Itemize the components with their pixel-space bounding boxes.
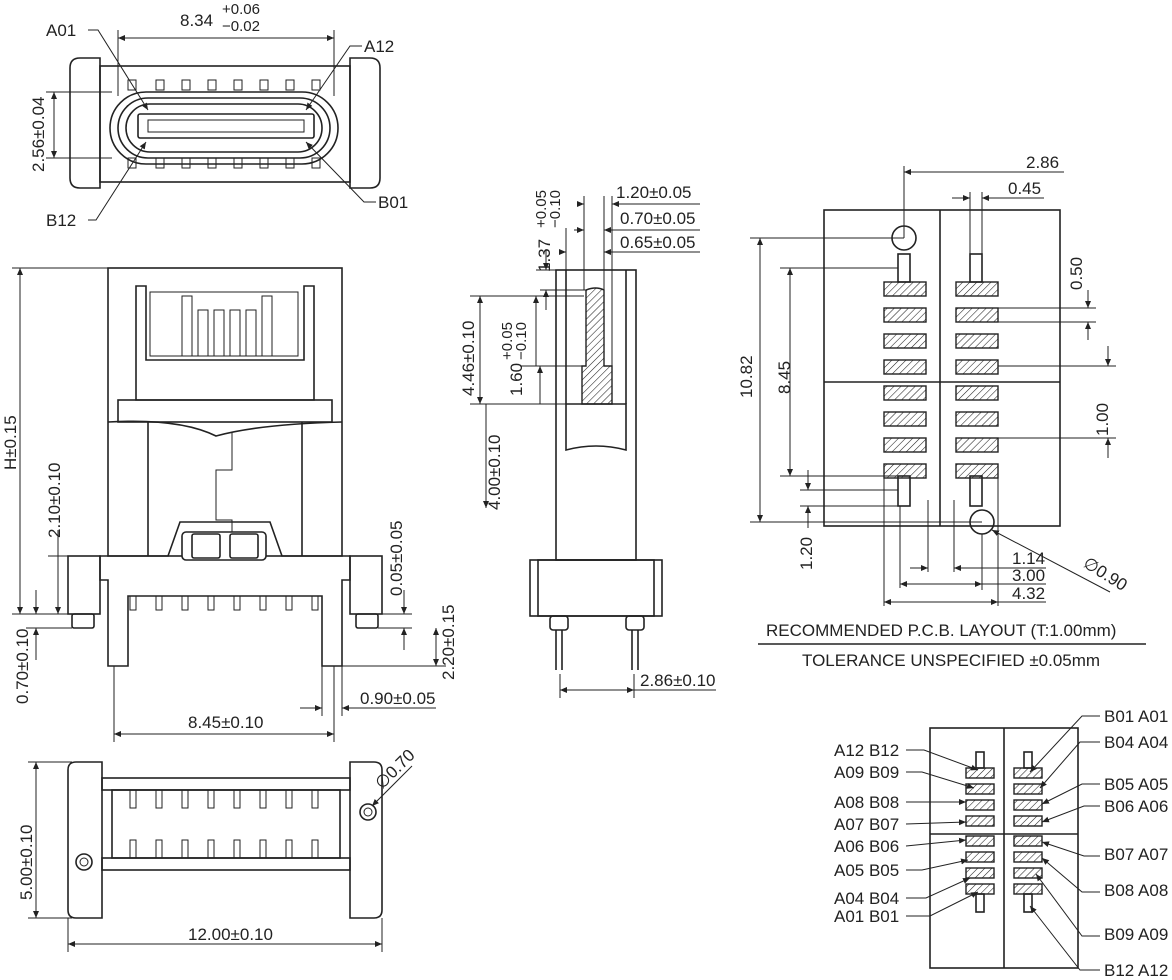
dim-1-37-plus: +0.05: [533, 190, 550, 228]
pin-left-3: A08 B08: [834, 793, 899, 812]
label-b12: B12: [46, 211, 76, 230]
dim-4-00: 4.00±0.10: [485, 434, 504, 510]
pcb-title: RECOMMENDED P.C.B. LAYOUT (T:1.00mm): [766, 621, 1116, 640]
dim-2-10: 2.10±0.10: [45, 462, 64, 538]
pcb-note: TOLERANCE UNSPECIFIED ±0.05mm: [802, 651, 1100, 670]
bottom-pins: [129, 789, 319, 859]
pin-right-8: B12 A12: [1104, 961, 1168, 980]
dim-0-70: 0.70±0.10: [13, 628, 32, 704]
pin-right-1: B01 A01: [1104, 707, 1168, 726]
pin-right-6: B08 A08: [1104, 881, 1168, 900]
bottom-view: ∅0.70 5.00±0.10 12.00±0.10: [17, 746, 419, 952]
pin-left-2: A09 B09: [834, 763, 899, 782]
pin-left-7: A04 B04: [834, 889, 899, 908]
top-view: 8.34 +0.06 −0.02 2.56±0.04 A01 A12 B12 B…: [29, 1, 408, 230]
top-width-tol-minus: −0.02: [222, 18, 260, 35]
pin-right-5: B07 A07: [1104, 845, 1168, 864]
front-pins: [129, 595, 319, 611]
bottom-dim-dia-0-70: ∅0.70: [371, 746, 418, 793]
top-pins: [127, 79, 321, 169]
label-a01: A01: [46, 21, 76, 40]
dim-8-45-front: 8.45±0.10: [188, 713, 264, 732]
pcb-dim-3-00: 3.00: [1012, 566, 1045, 585]
top-width-tol-plus: +0.06: [222, 1, 260, 18]
front-view: H±0.15 2.10±0.10 0.70±0.10 0.05±0.05 2.2…: [1, 267, 458, 742]
top-height-dim: 2.56±0.04: [29, 96, 48, 172]
pcb-pads: [883, 281, 999, 479]
top-width-dim: 8.34: [180, 11, 213, 30]
pin-left-5: A06 B06: [834, 837, 899, 856]
bottom-dim-12-00: 12.00±0.10: [188, 925, 273, 944]
pinout-diagram: A12 B12 A09 B09 A08 B08 A07 B07 A06 B06 …: [834, 707, 1168, 980]
label-b01: B01: [378, 193, 408, 212]
dim-h: H±0.15: [1, 415, 20, 470]
dim-1-20-side: 1.20±0.05: [616, 183, 692, 202]
dim-0-05: 0.05±0.05: [387, 520, 406, 596]
dim-4-46: 4.46±0.10: [459, 320, 478, 396]
dim-1-60-plus: +0.05: [499, 322, 516, 360]
dim-0-90: 0.90±0.05: [360, 689, 436, 708]
pin-right-7: B09 A09: [1104, 925, 1168, 944]
pcb-dim-2-86: 2.86: [1026, 153, 1059, 172]
dim-2-86-side: 2.86±0.10: [640, 671, 716, 690]
pin-left-1: A12 B12: [834, 741, 899, 760]
pcb-dim-8-45: 8.45: [775, 361, 794, 394]
dim-1-60: 1.60: [507, 363, 526, 396]
dim-0-70-side: 0.70±0.05: [620, 209, 696, 228]
pcb-dim-0-45: 0.45: [1008, 179, 1041, 198]
pcb-dim-0-50: 0.50: [1067, 257, 1086, 290]
pin-left-8: A01 B01: [834, 907, 899, 926]
pin-left-6: A05 B05: [834, 861, 899, 880]
pinout-pads: [965, 767, 1043, 895]
pcb-dim-10-82: 10.82: [737, 355, 756, 398]
pcb-dim-4-32: 4.32: [1012, 584, 1045, 603]
pin-left-4: A07 B07: [834, 815, 899, 834]
dim-0-65-side: 0.65±0.05: [620, 233, 696, 252]
pin-right-3: B05 A05: [1104, 775, 1168, 794]
dim-1-37-minus: −0.10: [547, 190, 564, 228]
dim-1-60-minus: −0.10: [513, 322, 530, 360]
pcb-dim-1-00: 1.00: [1093, 403, 1112, 436]
bottom-dim-5-00: 5.00±0.10: [17, 824, 36, 900]
pcb-dim-1-20: 1.20: [797, 537, 816, 570]
pin-right-4: B06 A06: [1104, 797, 1168, 816]
pin-right-2: B04 A04: [1104, 733, 1168, 752]
pcb-layout: 2.86 0.45 0.50 1.00 10.82 8.45 1.20: [737, 153, 1146, 670]
dim-1-37: 1.37: [535, 239, 554, 272]
label-a12: A12: [364, 37, 394, 56]
pcb-dim-dia-0-90: ∅0.90: [1080, 553, 1131, 594]
dim-2-20: 2.20±0.15: [439, 604, 458, 680]
side-view: 1.20±0.05 0.70±0.05 0.65±0.05 1.37 +0.05…: [459, 183, 716, 698]
